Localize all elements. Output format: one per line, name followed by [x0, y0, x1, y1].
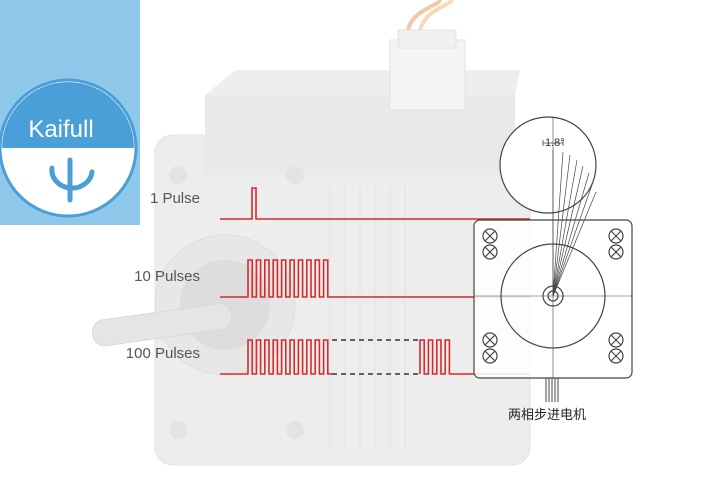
pulse-label-1: 1 Pulse: [40, 190, 200, 207]
motor-photo-background: [91, 0, 530, 465]
motor-lead-wires: [546, 378, 558, 402]
pulse-label-10: 10 Pulses: [40, 268, 200, 285]
brand-name: Kaifull: [0, 116, 122, 144]
pulse-label-100: 100 Pulses: [40, 345, 200, 362]
motor-caption: 两相步进电机: [508, 404, 586, 423]
step-angle-label: 1.8°: [545, 137, 565, 149]
